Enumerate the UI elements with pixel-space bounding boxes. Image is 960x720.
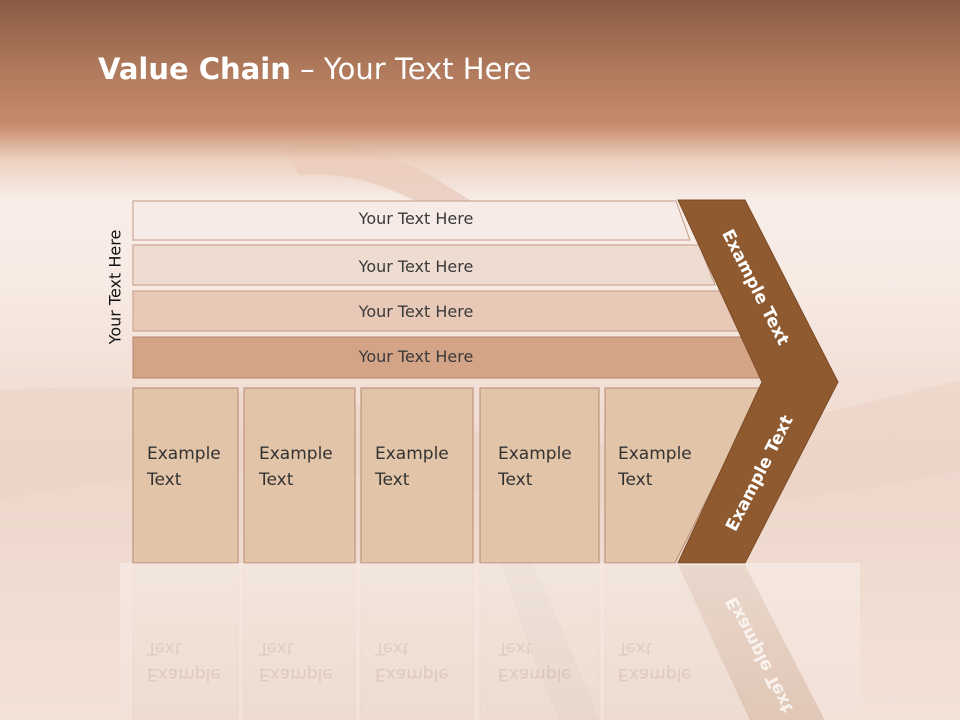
primary-box-2[interactable]: Example Text [243, 387, 356, 564]
primary-box-5[interactable]: Example Text [604, 387, 763, 564]
primary-box-2-line1: Example [259, 444, 333, 464]
primary-box-1[interactable]: Example Text [132, 387, 239, 564]
header-band [0, 0, 960, 200]
slide-title-bold: Value Chain [98, 52, 291, 86]
primary-box-5-line2: Text [617, 470, 653, 490]
support-bar-1-label: Your Text Here [358, 209, 474, 228]
primary-box-1-line1: Example [147, 444, 221, 464]
support-bar-2[interactable]: Your Text Here [132, 244, 716, 286]
support-bar-1[interactable]: Your Text Here [132, 200, 691, 241]
primary-box-1-line2: Text [146, 470, 182, 490]
primary-box-3-line1: Example [375, 444, 449, 464]
primary-box-2-line2: Text [258, 470, 294, 490]
slide-title: Value Chain – Your Text Here [98, 52, 532, 86]
support-bar-2-label: Your Text Here [358, 257, 474, 276]
reflection-fade [120, 563, 860, 720]
slide-title-rest: – Your Text Here [290, 52, 532, 86]
support-bar-3[interactable]: Your Text Here [132, 290, 740, 332]
primary-box-3-line2: Text [374, 470, 410, 490]
primary-box-3[interactable]: Example Text [360, 387, 474, 564]
primary-box-4-line1: Example [498, 444, 572, 464]
support-bar-4-label: Your Text Here [358, 347, 474, 366]
primary-box-4-line2: Text [497, 470, 533, 490]
support-bar-3-label: Your Text Here [358, 302, 474, 321]
primary-box-5-line1: Example [618, 444, 692, 464]
primary-box-4[interactable]: Example Text [479, 387, 600, 564]
support-bar-4[interactable]: Your Text Here [132, 336, 765, 379]
